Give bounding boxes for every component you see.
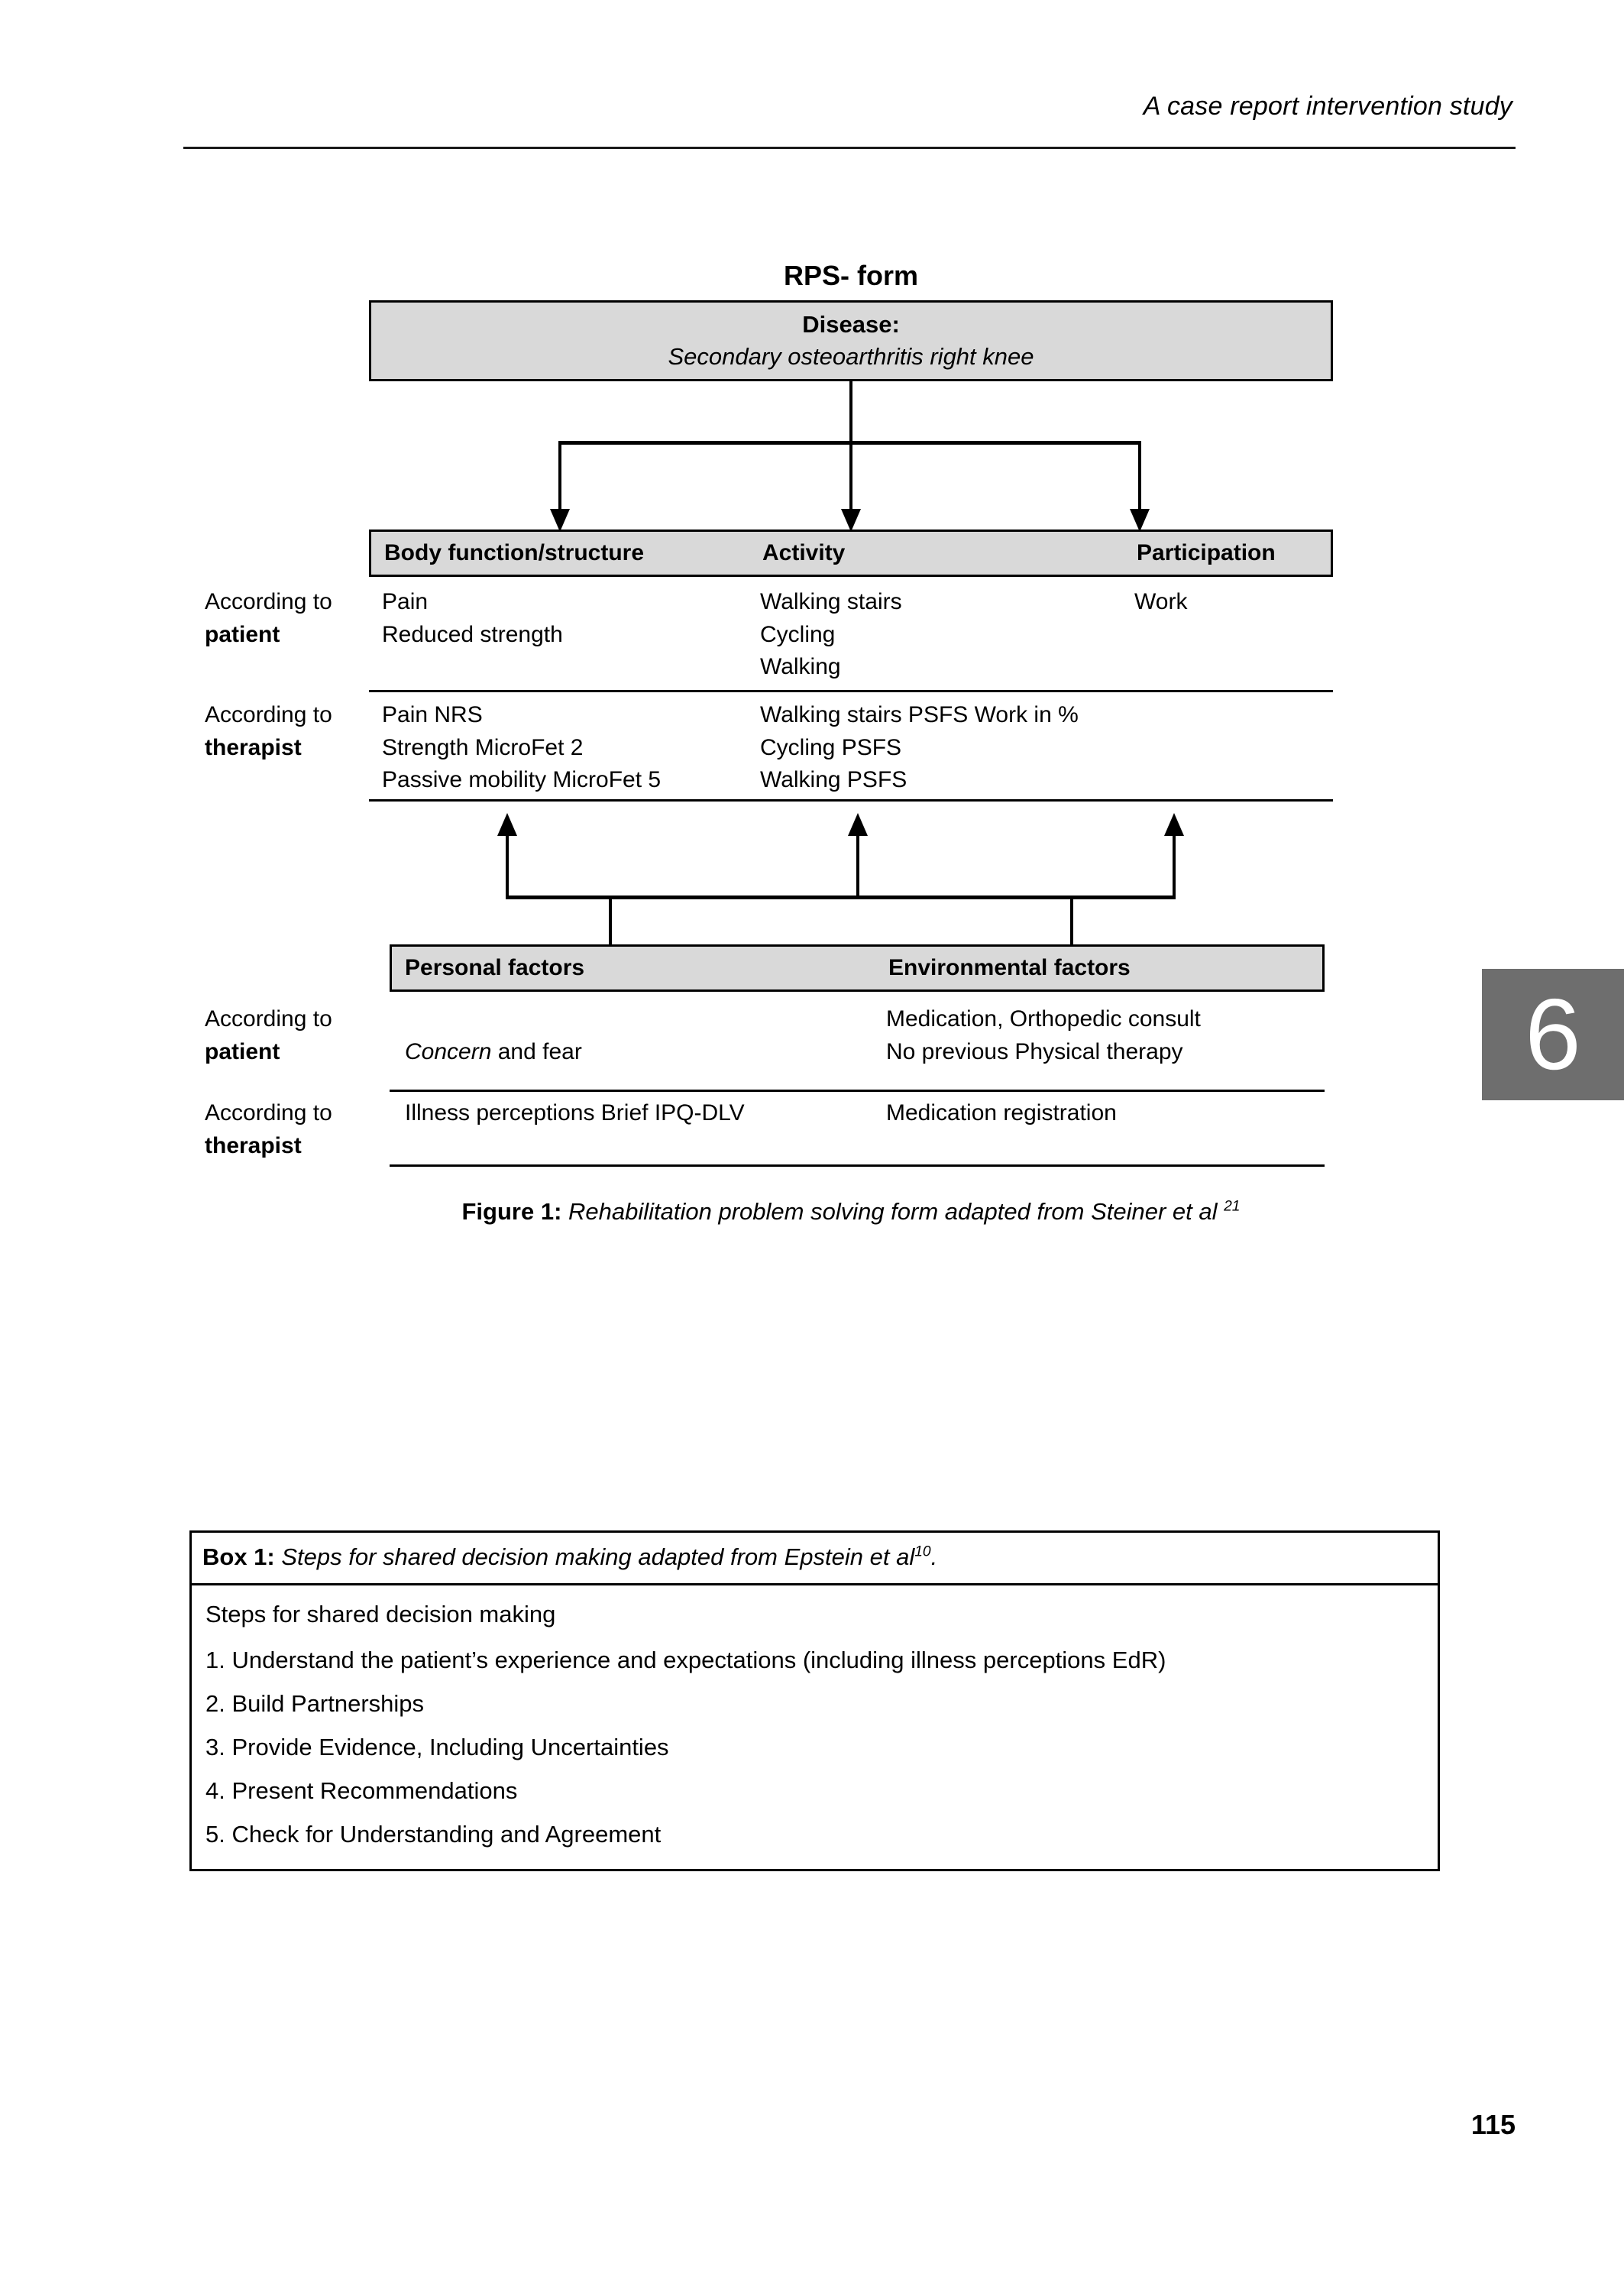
arrow-down-left-icon <box>550 509 570 532</box>
connector-branch-left-down <box>558 441 561 513</box>
box1-caption-text: Steps for shared decision making adapted… <box>274 1543 915 1570</box>
factors-row-patient-source: According to patient <box>205 1003 332 1068</box>
icf-row-patient-source-prefix: According to <box>205 589 332 614</box>
factors-row-patient-personal-rest: and fear <box>491 1038 582 1064</box>
connector-stem-environmental <box>1070 896 1073 947</box>
connector-branch-right-up <box>1173 834 1176 898</box>
factors-row-patient-source-value: patient <box>205 1038 280 1064</box>
figure-caption: Figure 1: Rehabilitation problem solving… <box>369 1198 1333 1226</box>
header-rule <box>183 147 1516 149</box>
factors-row-patient-environmental: Medication, Orthopedic consult No previo… <box>886 1006 1201 1064</box>
disease-value: Secondary osteoarthritis right knee <box>668 343 1034 370</box>
disease-label: Disease: <box>802 311 900 338</box>
page-number: 115 <box>1470 2109 1516 2140</box>
icf-row-therapist-source: According to therapist <box>205 699 332 764</box>
running-header: A case report intervention study <box>1143 92 1512 121</box>
icf-row-patient-participation: Work <box>1134 589 1188 614</box>
box1-step: 1. Understand the patient’s experience a… <box>205 1647 1166 1673</box>
connector-branch-right-down <box>1138 441 1141 513</box>
connector-stem-down <box>849 381 852 442</box>
icf-header-row: Body function/structure Activity Partici… <box>369 530 1333 577</box>
icf-bottom-rule <box>369 799 1333 802</box>
arrow-down-right-icon <box>1130 509 1150 532</box>
box1-step: 5. Check for Understanding and Agreement <box>205 1821 662 1848</box>
factors-row-therapist-environmental: Medication registration <box>886 1100 1117 1125</box>
icf-row-therapist-body: Pain NRS Strength MicroFet 2 Passive mob… <box>382 702 662 793</box>
arrow-up-mid-icon <box>848 813 868 836</box>
box1-body: Steps for shared decision making 1. Unde… <box>192 1585 1438 1869</box>
box1-caption-label: Box 1: <box>202 1543 275 1570</box>
factors-row-therapist-source-value: therapist <box>205 1132 302 1158</box>
arrow-up-right-icon <box>1164 813 1184 836</box>
box1-caption-tail: . <box>930 1543 938 1570</box>
chapter-number-tab: 6 <box>1482 969 1624 1100</box>
arrow-down-mid-icon <box>841 509 861 532</box>
factors-row-patient-personal: Concern and fear <box>405 1003 582 1068</box>
factors-row-patient-source-prefix: According to <box>205 1006 332 1032</box>
factors-header-environmental: Environmental factors <box>888 955 1131 980</box>
connector-branch-left-up <box>506 834 509 898</box>
icf-row-patient-source-value: patient <box>205 621 280 647</box>
icf-row-patient-body: Pain Reduced strength <box>382 589 563 647</box>
connector-branch-mid-up <box>856 834 859 898</box>
connector-bar-up <box>506 896 1176 899</box>
icf-header-activity: Activity <box>762 540 846 565</box>
figure-caption-label: Figure 1: <box>461 1198 562 1225</box>
icf-divider-rule <box>369 690 1333 692</box>
icf-header-body-function: Body function/structure <box>384 540 645 565</box>
box1-step: 4. Present Recommendations <box>205 1777 518 1804</box>
connector-branch-mid-down <box>849 441 852 513</box>
icf-row-patient-source: According to patient <box>205 586 332 651</box>
figure-caption-reference: 21 <box>1224 1198 1241 1215</box>
connector-stem-personal <box>609 896 612 947</box>
icf-header-participation: Participation <box>1137 540 1276 565</box>
icf-row-patient-activity: Walking stairs Cycling Walking <box>760 589 902 680</box>
factors-row-therapist-personal: Illness perceptions Brief IPQ-DLV <box>405 1100 745 1125</box>
box1-step: 2. Build Partnerships <box>205 1690 425 1717</box>
icf-row-therapist-source-prefix: According to <box>205 702 332 727</box>
factors-bottom-rule <box>390 1164 1325 1167</box>
icf-row-therapist-source-value: therapist <box>205 734 302 760</box>
box1-container: Box 1: Steps for shared decision making … <box>189 1530 1440 1871</box>
icf-row-therapist-activity: Walking stairs PSFS Work in % Cycling PS… <box>760 702 1079 793</box>
factors-row-therapist-source: According to therapist <box>205 1097 332 1162</box>
factors-row-patient-personal-emphasis: Concern <box>405 1038 492 1064</box>
figure-title: RPS- form <box>783 260 918 291</box>
figure-caption-text: Rehabilitation problem solving form adap… <box>561 1198 1224 1225</box>
factors-row-therapist-source-prefix: According to <box>205 1100 332 1125</box>
box1-subhead: Steps for shared decision making <box>205 1601 556 1627</box>
factors-header-personal: Personal factors <box>405 955 585 980</box>
box1-caption-reference: 10 <box>914 1543 931 1560</box>
box1-step: 3. Provide Evidence, Including Uncertain… <box>205 1734 669 1760</box>
box1-caption: Box 1: Steps for shared decision making … <box>192 1533 1438 1585</box>
factors-divider-rule <box>390 1090 1325 1092</box>
arrow-up-left-icon <box>497 813 517 836</box>
disease-box: Disease: Secondary osteoarthritis right … <box>369 300 1333 381</box>
factors-header-row: Personal factors Environmental factors <box>390 944 1325 992</box>
